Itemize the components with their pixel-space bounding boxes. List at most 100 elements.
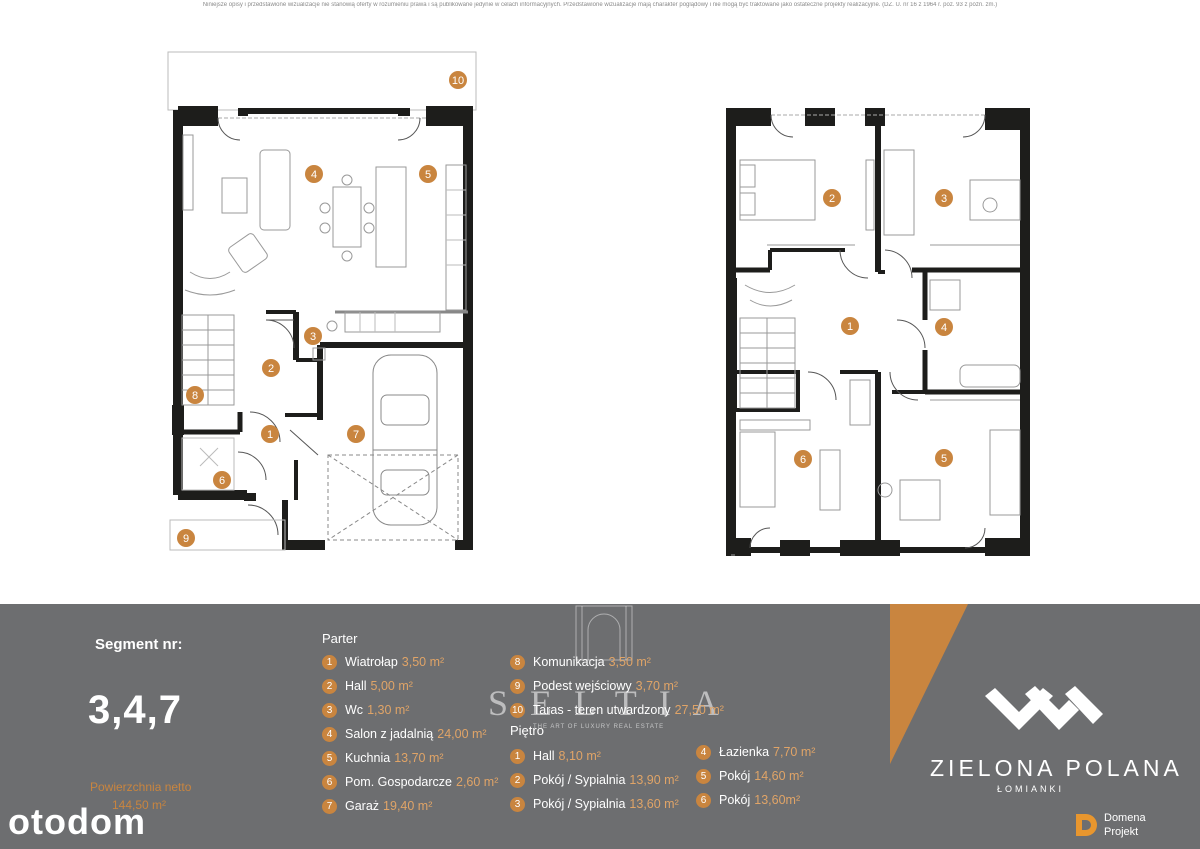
ground-label-10: 10: [449, 71, 467, 89]
otodom-logo[interactable]: otodom: [8, 801, 146, 842]
seltia-emblem: [575, 605, 633, 661]
svg-text:6: 6: [800, 454, 806, 466]
room-number-badge: 3: [510, 796, 525, 812]
room-number-badge: 1: [510, 748, 525, 764]
room-area: 8,10 m²: [558, 749, 601, 763]
room-area: 19,40 m²: [383, 799, 433, 813]
domena-projekt-logo: Domena Projekt: [1074, 811, 1146, 839]
svg-text:9: 9: [183, 533, 189, 545]
ground-floor-plan: 10 4 5 3 2 8 1 7 6 9: [167, 51, 477, 551]
room-name: Hall: [533, 749, 555, 763]
room-name: Pokój: [719, 769, 751, 783]
zielona-polana-logo-name: ZIELONA POLANA: [930, 755, 1183, 781]
segment-label: Segment nr:: [95, 636, 183, 653]
room-area: 3,70 m²: [635, 679, 679, 693]
room-name: Pokój / Sypialnia: [533, 773, 626, 787]
svg-text:1: 1: [267, 429, 273, 441]
room-name: Komunikacja: [533, 655, 605, 669]
net-area-label: Powierzchnia netto: [90, 780, 192, 794]
svg-text:3: 3: [310, 331, 316, 343]
net-area-value: 144,50 m²: [112, 798, 167, 812]
info-panel: Segment nr: 3,4,7 Powierzchnia netto 144…: [0, 604, 1200, 849]
ground-label-6: 6: [213, 471, 231, 489]
svg-text:2: 2: [268, 363, 274, 375]
svg-text:5: 5: [941, 453, 947, 465]
room-number-badge: 4: [696, 744, 711, 760]
room-area: 24,00 m²: [437, 727, 487, 741]
svg-text:1: 1: [847, 321, 853, 333]
room-number-badge: 5: [322, 750, 337, 766]
room-area: 1,30 m²: [367, 703, 410, 717]
room-number-badge: 8: [510, 654, 525, 670]
room-area: 5,00 m²: [370, 679, 413, 693]
zielona-polana-logo-sub: ŁOMIANKI: [997, 784, 1065, 794]
domena-projekt-icon: [1076, 814, 1097, 836]
room-number-badge: 10: [510, 702, 525, 718]
room-name: Garaż: [345, 799, 380, 813]
segment-number: 3,4,7: [88, 688, 182, 732]
room-area: 7,70 m²: [773, 745, 816, 759]
room-number-badge: 3: [322, 702, 337, 718]
upper-label-4: 4: [935, 318, 953, 336]
room-area: 3,50 m²: [608, 655, 651, 669]
ground-label-8: 8: [186, 386, 204, 404]
room-number-badge: 6: [322, 774, 337, 790]
svg-text:4: 4: [941, 322, 947, 334]
room-area: 13,90 m²: [629, 773, 679, 787]
seltia-tagline: THE ART OF LUXURY REAL ESTATE: [533, 724, 665, 730]
svg-text:10: 10: [452, 75, 464, 87]
upper-label-2: 2: [823, 189, 841, 207]
svg-text:8: 8: [192, 390, 198, 402]
ground-label-2: 2: [262, 359, 280, 377]
ground-label-5: 5: [419, 165, 437, 183]
room-area: 3,50 m²: [401, 655, 445, 669]
svg-text:5: 5: [425, 169, 431, 181]
ground-label-1: 1: [261, 425, 279, 443]
upper-floor-plan: 2 3 1 4 6 5: [726, 108, 1030, 556]
upper-label-6: 6: [794, 450, 812, 468]
room-number-badge: 1: [322, 654, 337, 670]
domena-line1: Domena: [1104, 812, 1146, 824]
svg-text:4: 4: [311, 169, 317, 181]
room-name: Pom. Gospodarcze: [345, 775, 452, 789]
room-area: 13,70 m²: [394, 751, 444, 765]
upper-label-5: 5: [935, 449, 953, 467]
room-area: 13,60m²: [754, 793, 801, 807]
room-number-badge: 7: [322, 798, 337, 814]
ground-label-4: 4: [305, 165, 323, 183]
ground-label-7: 7: [347, 425, 365, 443]
room-name: Kuchnia: [345, 751, 391, 765]
upper-label-1: 1: [841, 317, 859, 335]
room-number-badge: 5: [696, 768, 711, 784]
svg-text:6: 6: [219, 475, 225, 487]
upper-label-3: 3: [935, 189, 953, 207]
seltia-watermark: SELTIA: [488, 683, 741, 723]
domena-line2: Projekt: [1104, 826, 1139, 838]
ground-label-3: 3: [304, 327, 322, 345]
disclaimer: Niniejsze opisy i przedstawione wizualiz…: [202, 2, 998, 8]
room-name: Wiatrołap: [345, 655, 398, 669]
room-name: Wc: [345, 703, 364, 717]
room-area: 27,50 m²: [674, 703, 724, 717]
room-name: Podest wejściowy: [533, 679, 632, 693]
svg-text:3: 3: [941, 193, 947, 205]
room-area: 2,60 m²: [456, 775, 499, 789]
room-area: 14,60 m²: [754, 769, 804, 783]
room-number-badge: 9: [510, 678, 525, 694]
svg-text:7: 7: [353, 429, 359, 441]
parter-heading: Parter: [322, 631, 358, 646]
